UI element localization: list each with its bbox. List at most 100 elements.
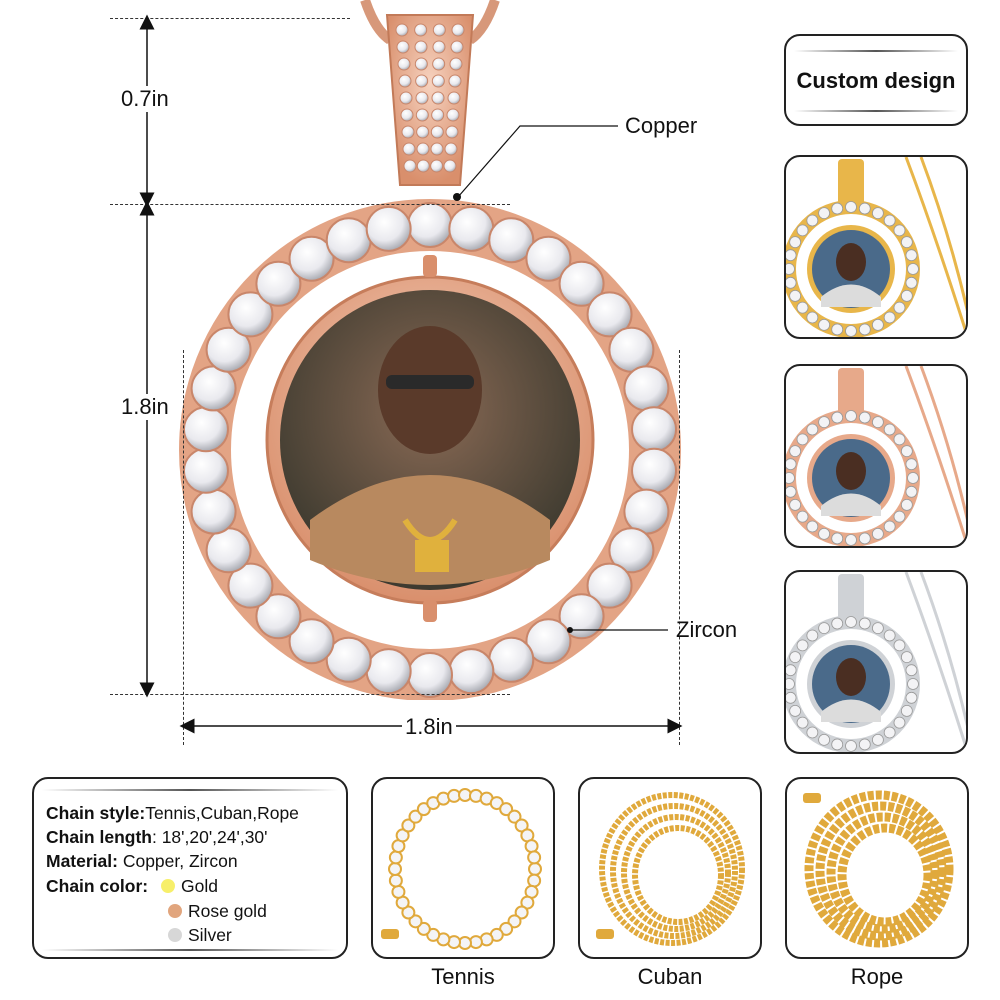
bail-stone — [403, 159, 417, 173]
zircon-stone — [893, 224, 906, 237]
bail-stone — [431, 91, 445, 105]
bail — [838, 159, 864, 205]
zircon-stone — [818, 318, 830, 331]
chain-strand — [904, 366, 966, 542]
zircon-stone — [905, 485, 918, 498]
zircon-stone — [905, 691, 918, 704]
variant-card-rose-gold[interactable] — [784, 364, 968, 548]
zircon-stone — [786, 263, 795, 275]
zircon-stone — [858, 532, 871, 545]
bail-stone — [431, 108, 445, 122]
zircon-stone — [325, 636, 372, 683]
zircon-stone — [789, 290, 802, 302]
custom-design-card[interactable]: Custom design — [784, 34, 968, 126]
gold-swatch — [160, 879, 175, 893]
zircon-stone — [831, 532, 844, 545]
zircon-stone — [900, 651, 913, 663]
zircon-stone — [227, 562, 274, 609]
tennis-stone — [528, 862, 542, 876]
bail-stone — [444, 142, 458, 156]
zircon-stone — [893, 716, 906, 729]
zircon-stone — [883, 629, 896, 642]
bail-stone — [448, 74, 462, 88]
bail-stone — [432, 23, 446, 37]
zircon-stone — [796, 301, 809, 314]
zircon-stone — [786, 472, 795, 484]
rope-chain-illustration — [803, 790, 954, 948]
chain-card-cuban[interactable] — [578, 777, 762, 959]
decor-line-bottom — [794, 110, 958, 112]
chain-card-tennis[interactable] — [371, 777, 555, 959]
tennis-stone — [401, 818, 416, 833]
zircon-stone — [288, 618, 335, 665]
zircon-stone — [525, 235, 572, 282]
bail-stone — [398, 74, 412, 88]
zircon-stone — [789, 236, 802, 248]
bail — [838, 368, 864, 414]
zircon-stone — [806, 520, 819, 533]
zircon-stone — [900, 499, 913, 511]
zircon-stone — [806, 726, 819, 739]
rose-gold-swatch — [168, 904, 182, 918]
bail-stone — [451, 23, 465, 37]
chain-card-rope[interactable] — [785, 777, 969, 959]
variant-gold-illustration — [786, 157, 966, 337]
tennis-stone — [388, 862, 402, 876]
chain-strand — [919, 366, 966, 521]
chain-strand — [904, 572, 966, 748]
zircon-stone — [818, 207, 830, 220]
zircon-stone — [845, 740, 857, 752]
zircon-stone — [255, 593, 302, 640]
dim-guide-left — [183, 350, 184, 745]
cuban-chain-loop — [599, 792, 745, 946]
specs-card: Chain style:Tennis,Cuban,Rope Chain leng… — [32, 777, 348, 959]
bail-stone — [430, 159, 444, 173]
color-option-gold: Gold — [160, 876, 218, 896]
bail-stone — [450, 40, 464, 54]
portrait-body — [821, 284, 881, 307]
zircon-stone — [845, 201, 857, 213]
zircon-stone — [831, 617, 844, 630]
bail-stone — [414, 40, 428, 54]
rope-chain-loop — [826, 812, 940, 934]
bail-stone — [415, 74, 429, 88]
bail-stone — [397, 57, 411, 71]
zircon-stone — [796, 639, 809, 652]
tennis-stone — [499, 802, 514, 817]
portrait-head — [836, 243, 866, 281]
bail-stone — [395, 23, 409, 37]
decor-line-bottom — [42, 949, 338, 951]
zircon-stone — [786, 458, 797, 471]
tennis-stone — [507, 809, 522, 824]
zircon-stone — [872, 527, 884, 540]
zircon-stone — [525, 618, 572, 665]
callout-copper: Copper — [625, 113, 698, 138]
variant-card-gold[interactable] — [784, 155, 968, 339]
tennis-stone — [388, 873, 403, 888]
tennis-stone — [527, 850, 542, 865]
zircon-stone — [900, 236, 913, 248]
bail-stone — [449, 57, 463, 71]
zircon-stone — [883, 423, 896, 436]
rope-chain-loop — [804, 790, 954, 948]
zircon-stone — [845, 616, 857, 628]
zircon-stone — [900, 445, 913, 457]
zircon-stone — [786, 276, 797, 289]
zircon-stone — [893, 510, 906, 523]
zircon-stone — [608, 527, 655, 574]
decor-line-top — [794, 50, 958, 52]
tennis-stone — [416, 921, 431, 936]
zircon-stone — [858, 323, 871, 336]
variant-card-silver[interactable] — [784, 570, 968, 754]
bail-stone — [414, 23, 428, 37]
zircon-stone — [786, 249, 797, 262]
zircon-stone — [488, 217, 535, 264]
bail-stone — [416, 125, 430, 139]
cuban-chain-loop — [610, 803, 738, 939]
bail-stone — [396, 40, 410, 54]
bail-stone — [430, 125, 444, 139]
bail-stone — [416, 142, 430, 156]
bail-stone — [447, 91, 461, 105]
zircon-stone — [796, 716, 809, 729]
zircon-stone — [818, 527, 830, 540]
